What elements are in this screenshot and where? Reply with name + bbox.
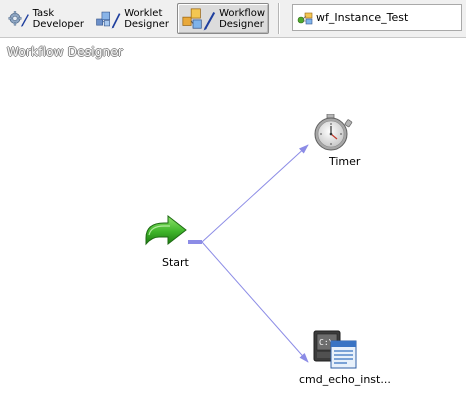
svg-text:C:\: C:\ bbox=[319, 338, 334, 347]
timer-node[interactable] bbox=[313, 113, 355, 155]
task-developer-icon bbox=[8, 10, 29, 27]
workflow-designer-label-line2: Designer bbox=[219, 18, 264, 30]
toolbar-separator bbox=[278, 3, 279, 34]
workflow-icon bbox=[297, 12, 313, 24]
link-start-to-timer[interactable] bbox=[201, 144, 309, 243]
command-task-node-label: cmd_echo_inst... bbox=[299, 373, 391, 386]
start-link-stub bbox=[188, 240, 202, 244]
workspace-title: Workflow Designer bbox=[7, 45, 124, 59]
workflow-designer-label-line1: Workflow bbox=[219, 7, 265, 19]
worklet-designer-label-line2: Designer bbox=[124, 18, 169, 30]
workflow-designer-icon bbox=[182, 7, 216, 31]
command-task-node[interactable]: C:\ bbox=[313, 330, 359, 373]
start-node[interactable] bbox=[144, 214, 188, 251]
workflow-name: wf_Instance_Test bbox=[316, 11, 409, 24]
stopwatch-icon bbox=[314, 113, 353, 151]
worklet-designer-label-line1: Worklet bbox=[124, 7, 163, 19]
task-developer-button[interactable]: Task Developer bbox=[4, 3, 88, 34]
start-node-label: Start bbox=[162, 256, 189, 269]
workflow-designer-button[interactable]: Workflow Designer bbox=[177, 3, 269, 34]
command-task-icon: C:\ bbox=[313, 330, 357, 369]
task-developer-label-line1: Task bbox=[32, 7, 55, 19]
task-developer-label-line2: Developer bbox=[32, 18, 84, 30]
timer-node-label: Timer bbox=[329, 155, 361, 168]
designer-toolbar: Task Developer Worklet Designer Workfl bbox=[0, 0, 466, 38]
workflow-name-field[interactable]: wf_Instance_Test bbox=[292, 4, 462, 31]
worklet-designer-button[interactable]: Worklet Designer bbox=[91, 3, 173, 34]
worklet-designer-icon bbox=[96, 11, 121, 29]
start-arrow-icon bbox=[145, 214, 187, 246]
link-start-to-command[interactable] bbox=[201, 241, 309, 363]
